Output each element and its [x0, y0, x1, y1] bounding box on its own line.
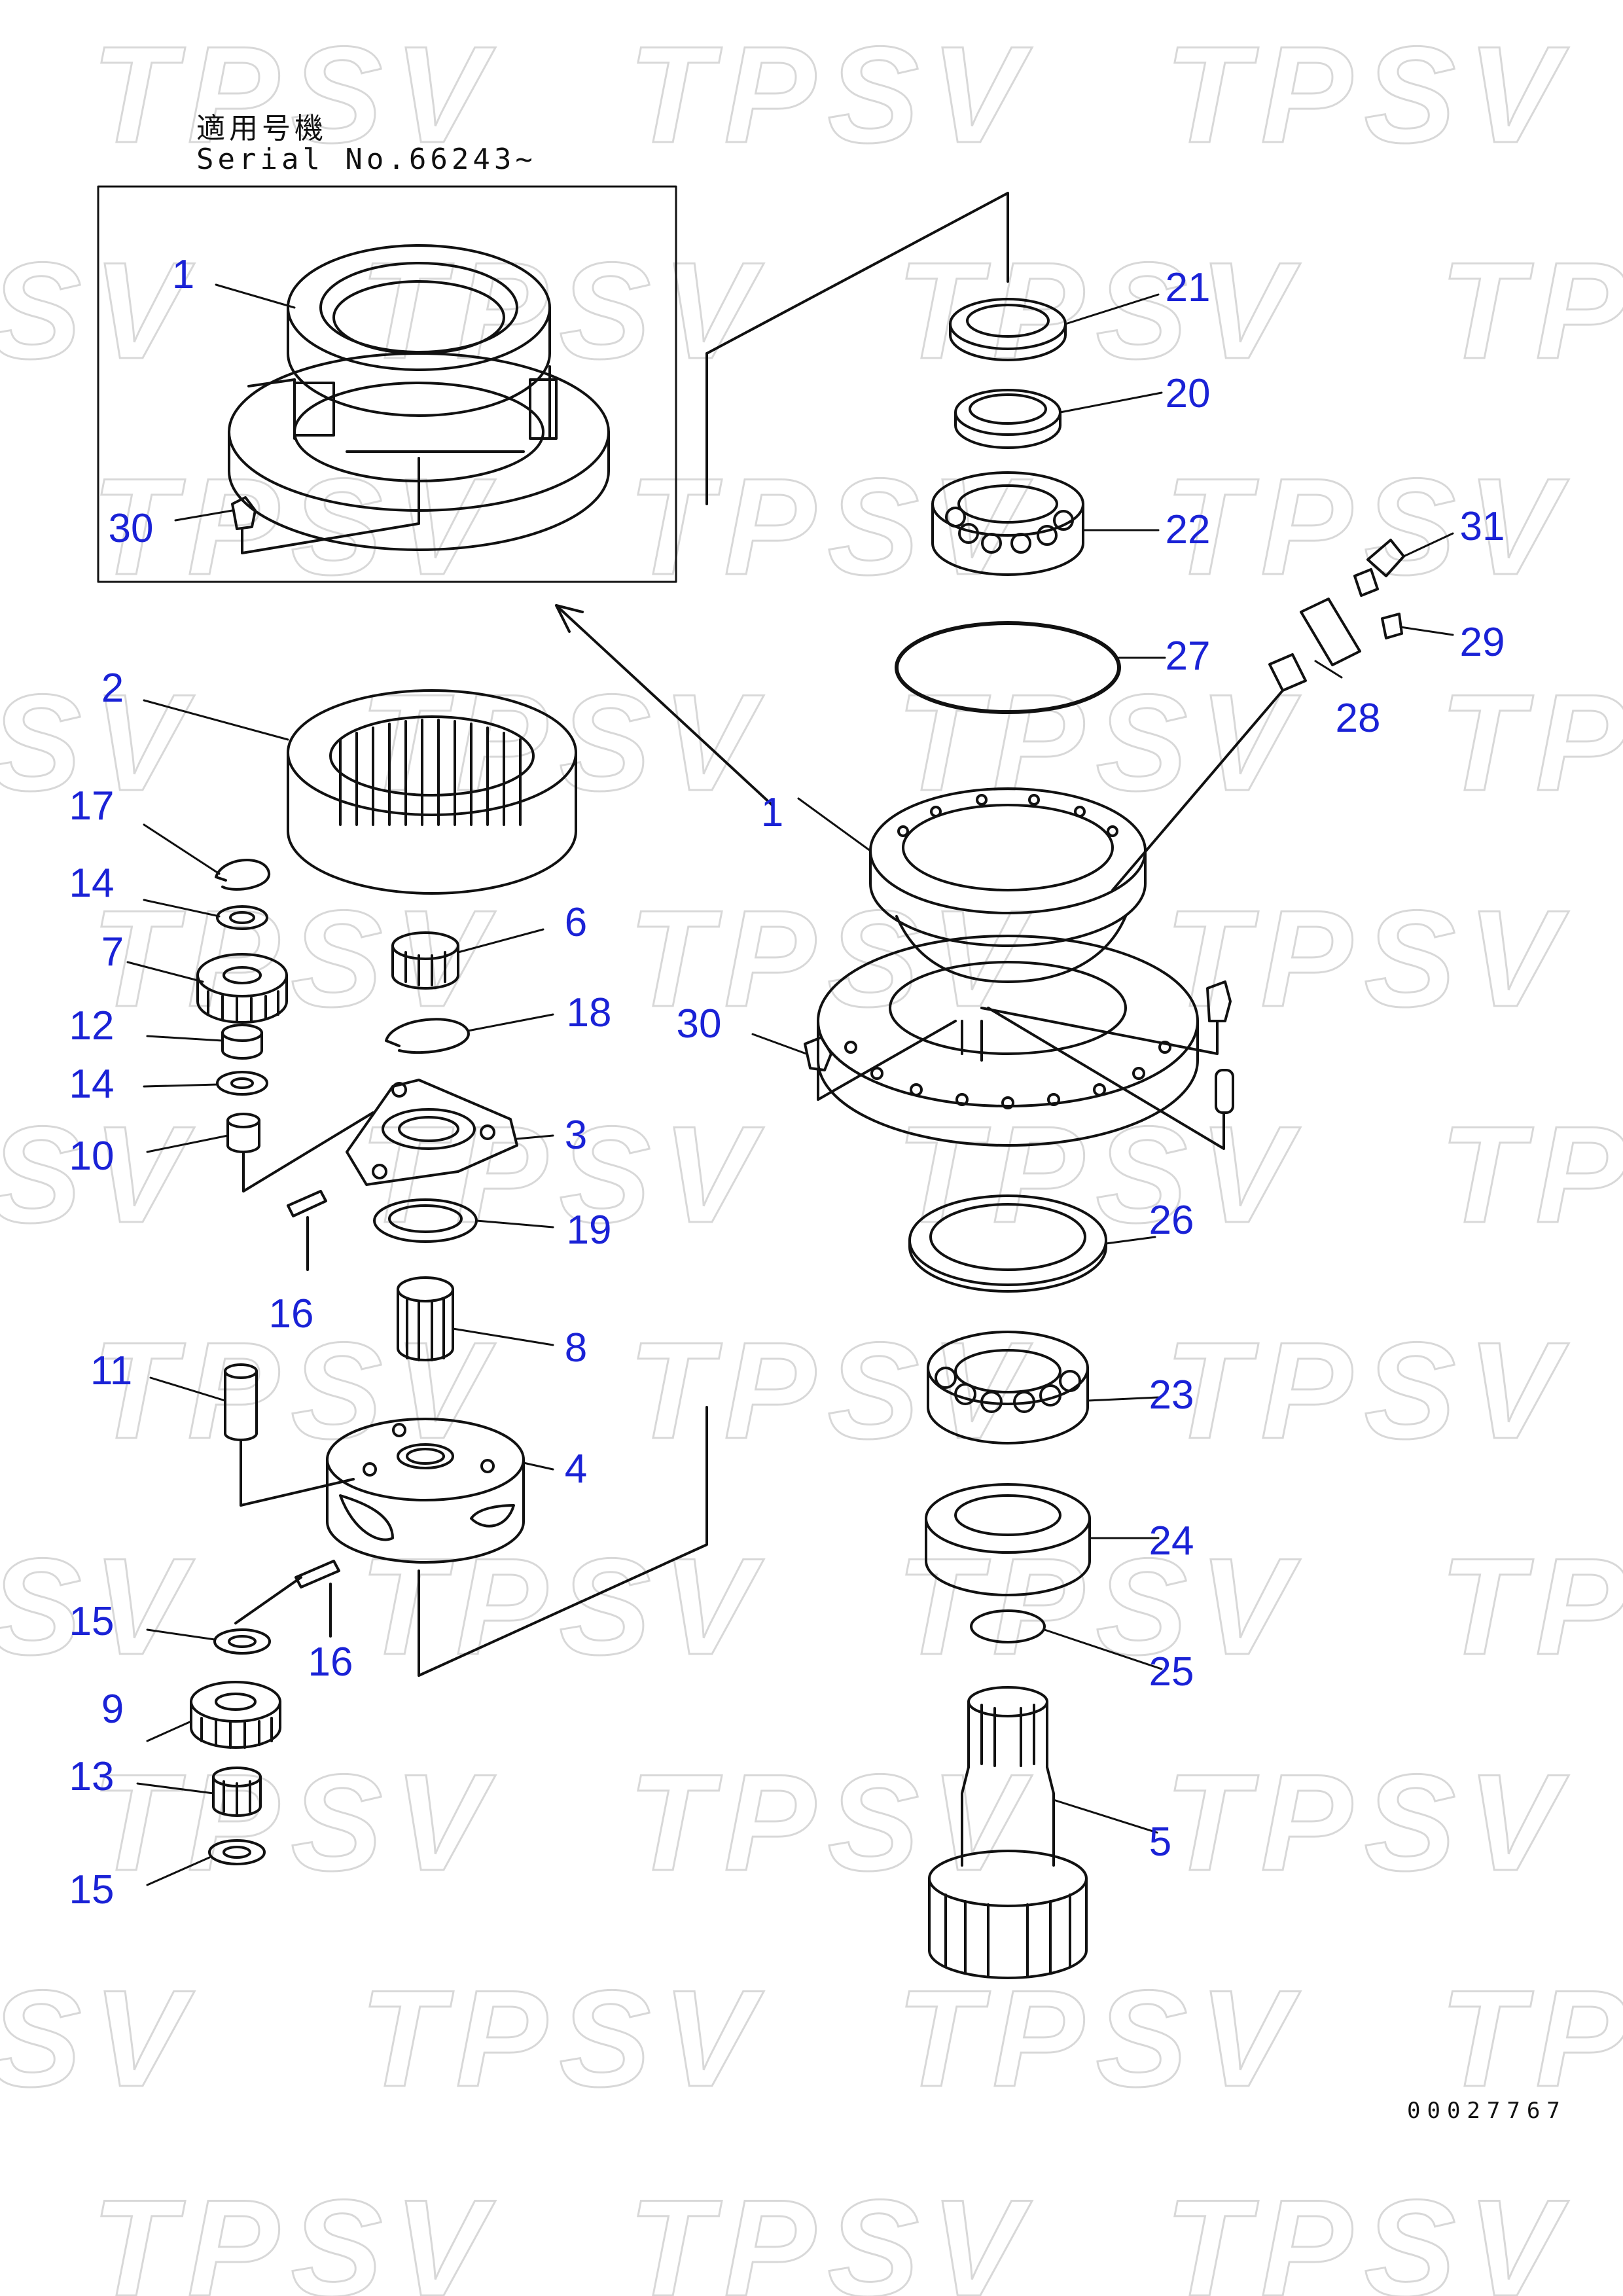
- applicable-serial-label-jp: 適用号機: [196, 112, 327, 145]
- callout-11[interactable]: 11: [90, 1348, 133, 1393]
- part-3-carrier: [346, 1079, 518, 1186]
- inset-box: [97, 185, 677, 583]
- part-10-shaft: [226, 1111, 374, 1193]
- part-24-collar: [925, 1483, 1091, 1596]
- part-28-gauge: [1111, 598, 1361, 891]
- part-9-gear: [190, 1681, 281, 1749]
- part-12-bearing: [221, 1024, 263, 1060]
- part-16-pin-b: [234, 1560, 340, 1638]
- callout-5[interactable]: 5: [1149, 1820, 1172, 1865]
- callout-3[interactable]: 3: [564, 1113, 588, 1158]
- callout-24[interactable]: 24: [1149, 1518, 1194, 1564]
- part-4-carrier: [326, 1418, 525, 1564]
- callout-inset-30[interactable]: 30: [108, 506, 154, 551]
- housing-plug-and-pin: [980, 980, 1234, 1150]
- callout-9[interactable]: 9: [101, 1687, 124, 1732]
- part-26-shim: [908, 1194, 1107, 1293]
- drawing-number: 00027767: [1407, 2098, 1567, 2124]
- callout-2[interactable]: 2: [101, 666, 124, 711]
- part-1-housing: [817, 787, 1199, 1147]
- part-20-ring: [954, 389, 1061, 449]
- callout-6[interactable]: 6: [564, 900, 588, 945]
- callout-29[interactable]: 29: [1459, 620, 1505, 665]
- callout-13[interactable]: 13: [69, 1754, 115, 1799]
- callout-14b[interactable]: 14: [69, 1062, 115, 1107]
- serial-number-label: Serial No.66243~: [196, 143, 537, 176]
- part-22-bearing: [931, 471, 1084, 576]
- part-27-o-ring: [895, 621, 1121, 714]
- part-17-snap-ring: [215, 859, 271, 891]
- callout-15b[interactable]: 15: [69, 1867, 115, 1912]
- part-23-bearing: [927, 1331, 1089, 1444]
- callout-16a[interactable]: 16: [268, 1291, 314, 1336]
- part-31-elbow: [1353, 539, 1405, 597]
- callout-17[interactable]: 17: [69, 783, 115, 829]
- part-14-washer-a: [216, 905, 268, 930]
- callout-27[interactable]: 27: [1165, 634, 1211, 679]
- part-19-washer: [373, 1198, 478, 1243]
- callout-14a[interactable]: 14: [69, 861, 115, 906]
- callout-22[interactable]: 22: [1165, 507, 1211, 552]
- part-18-snap-ring: [385, 1018, 470, 1054]
- callout-15a[interactable]: 15: [69, 1599, 115, 1644]
- callout-18[interactable]: 18: [566, 990, 612, 1035]
- callout-26[interactable]: 26: [1149, 1198, 1194, 1243]
- callout-31[interactable]: 31: [1459, 504, 1505, 549]
- callout-19[interactable]: 19: [566, 1208, 612, 1253]
- part-8-sun-gear: [397, 1276, 454, 1361]
- part-11-pin: [224, 1363, 355, 1507]
- part-25-snap-ring: [970, 1609, 1046, 1643]
- part-14-washer-b: [216, 1071, 268, 1096]
- inset-leader-lines: [418, 192, 1009, 1677]
- callout-1[interactable]: 1: [760, 790, 784, 835]
- part-15-washer-b: [208, 1839, 266, 1865]
- callout-25[interactable]: 25: [1149, 1649, 1194, 1695]
- callout-20[interactable]: 20: [1165, 371, 1211, 416]
- part-7-gear: [196, 953, 288, 1024]
- callout-inset-1[interactable]: 1: [171, 252, 195, 297]
- callout-4[interactable]: 4: [564, 1446, 588, 1492]
- part-6-bearing: [391, 931, 459, 990]
- callout-7[interactable]: 7: [101, 929, 124, 975]
- callout-23[interactable]: 23: [1149, 1372, 1194, 1418]
- inset-plug-30: [231, 457, 420, 554]
- part-13-bearing: [212, 1767, 262, 1817]
- callout-8[interactable]: 8: [564, 1325, 588, 1371]
- part-16-pin-a: [287, 1190, 327, 1271]
- part-2-ring-gear: [287, 689, 577, 895]
- inset-housing: [228, 244, 610, 551]
- callout-28[interactable]: 28: [1335, 696, 1381, 741]
- callout-21[interactable]: 21: [1165, 265, 1211, 310]
- callout-leader-lines: [126, 283, 1454, 1886]
- callout-30[interactable]: 30: [676, 1001, 722, 1047]
- part-21-seal: [949, 298, 1067, 361]
- callout-12[interactable]: 12: [69, 1003, 115, 1049]
- callout-16b[interactable]: 16: [308, 1640, 353, 1685]
- part-5-shaft: [928, 1686, 1088, 1979]
- callout-10[interactable]: 10: [69, 1134, 115, 1179]
- part-29-plug: [1381, 613, 1403, 639]
- part-15-washer-a: [213, 1628, 271, 1655]
- part-30-plug: [804, 1020, 957, 1101]
